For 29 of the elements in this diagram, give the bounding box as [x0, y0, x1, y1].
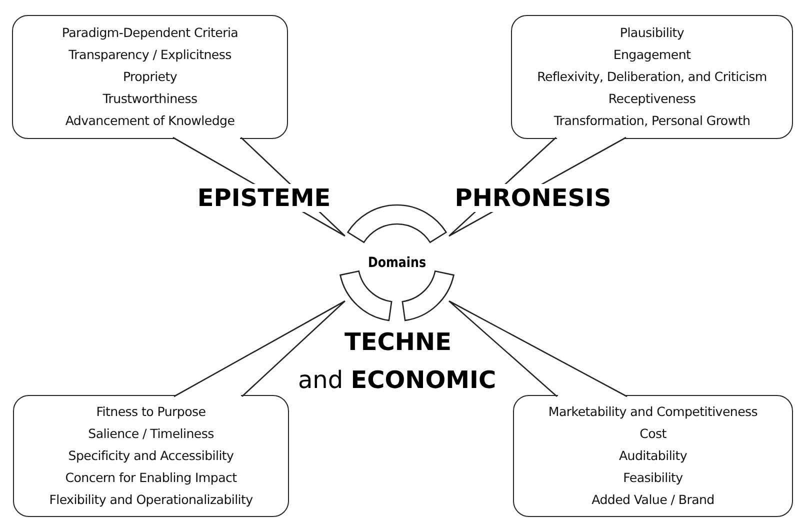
- domain-heading: EPISTEME: [197, 184, 331, 212]
- criterion-text: Advancement of Knowledge: [65, 112, 235, 130]
- speech-bubble: [511, 15, 793, 139]
- speech-bubble: [13, 395, 289, 517]
- criterion-text: Salience / Timeliness: [88, 425, 214, 443]
- domain-heading: PHRONESIS: [454, 184, 612, 212]
- criterion-text: Cost: [640, 425, 666, 443]
- criterion-text: Fitness to Purpose: [96, 403, 206, 421]
- criterion-text: Propriety: [122, 68, 178, 86]
- center-label: Domains: [366, 255, 428, 271]
- criterion-text: Concern for Enabling Impact: [65, 469, 237, 487]
- speech-bubble: [12, 15, 288, 139]
- criterion-text: Auditability: [618, 447, 688, 465]
- criterion-text: Transformation, Personal Growth: [554, 112, 750, 130]
- criterion-text: Feasibility: [623, 469, 683, 487]
- criterion-text: Marketability and Competitiveness: [548, 403, 758, 421]
- criterion-text: Transparency / Explicitness: [68, 46, 232, 64]
- callout-tail: [173, 300, 346, 398]
- criterion-text: Reflexivity, Deliberation, and Criticism: [537, 68, 767, 86]
- criterion-text: Paradigm-Dependent Criteria: [62, 24, 238, 42]
- callout-tail: [448, 300, 628, 398]
- criterion-text: Plausibility: [620, 24, 684, 42]
- criterion-text: Receptiveness: [608, 90, 696, 108]
- criterion-text: Engagement: [613, 46, 691, 64]
- criterion-text: Trustworthiness: [102, 90, 198, 108]
- criterion-text: Specificity and Accessibility: [68, 447, 234, 465]
- criterion-text: Flexibility and Operationalizability: [49, 491, 253, 509]
- speech-bubble: [513, 395, 793, 517]
- criterion-text: Added Value / Brand: [592, 491, 714, 509]
